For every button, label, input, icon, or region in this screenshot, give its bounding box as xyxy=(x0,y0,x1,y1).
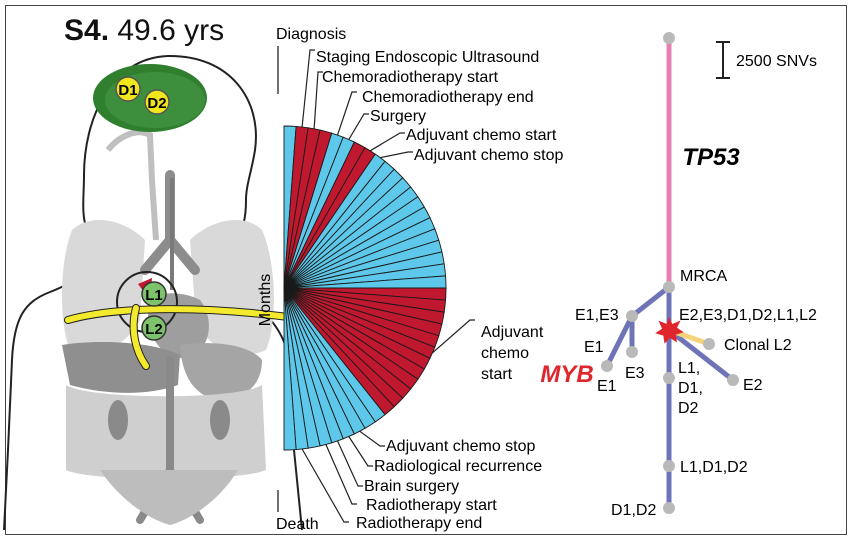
label-e1-leaf: E1 xyxy=(597,378,617,395)
label-d1d2: D1,D2 xyxy=(611,502,656,519)
node-e1 xyxy=(601,360,613,372)
event-leader-line xyxy=(302,50,315,127)
event-surgery: Surgery xyxy=(370,108,426,125)
label-e2-leaf: E2 xyxy=(743,377,763,394)
left-kidney xyxy=(210,400,230,440)
event-adj-chemo-start-2c: start xyxy=(481,366,513,383)
label-l1d1d2-a-1: L1, xyxy=(678,360,700,377)
right-kidney xyxy=(108,400,128,440)
timeline-end-label: Death xyxy=(276,516,319,533)
node-e2 xyxy=(727,374,739,386)
node-mrca xyxy=(663,281,675,293)
month-wedges xyxy=(284,126,446,450)
node-root xyxy=(663,32,675,44)
event-radiotherapy-end: Radiotherapy end xyxy=(356,515,482,532)
tumor-l2-label: L2 xyxy=(145,321,163,338)
label-l1d1d2-b: L1,D1,D2 xyxy=(680,459,748,476)
timeline-fan: Diagnosis Death Months Staging Endoscopi… xyxy=(257,26,564,533)
label-mrca: MRCA xyxy=(680,268,727,285)
event-radiological-recurrence: Radiological recurrence xyxy=(374,458,542,475)
node-e3 xyxy=(626,346,638,358)
node-l1d1d2-a xyxy=(663,372,675,384)
tumor-d2-label: D2 xyxy=(147,95,166,112)
event-brain-surgery: Brain surgery xyxy=(364,478,459,495)
event-leader-line xyxy=(360,431,385,446)
event-leader-line xyxy=(380,152,413,158)
timeline-axis-label: Months xyxy=(257,274,274,326)
event-leader-line xyxy=(370,133,405,151)
event-staging-eus: Staging Endoscopic Ultrasound xyxy=(316,49,539,66)
tumor-d1-label: D1 xyxy=(118,82,137,99)
label-e1-mid: E1 xyxy=(584,339,604,356)
tumor-l1-label: L1 xyxy=(145,287,163,304)
liver xyxy=(62,342,180,393)
event-adj-chemo-stop-2: Adjuvant chemo stop xyxy=(386,438,536,455)
node-clonal-l2 xyxy=(703,338,715,350)
event-adj-chemo-start-2b: chemo xyxy=(481,345,529,362)
driver-tp53-label: TP53 xyxy=(682,144,740,171)
event-adj-chemo-start-2a: Adjuvant xyxy=(481,324,544,341)
label-l1d1d2-a-2: D1, xyxy=(678,380,703,397)
label-clonal-l2: Clonal L2 xyxy=(724,337,792,354)
event-crt-start: Chemoradiotherapy start xyxy=(322,69,499,86)
event-leader-line xyxy=(302,449,349,522)
event-crt-end: Chemoradiotherapy end xyxy=(362,89,534,106)
timeline-start-label: Diagnosis xyxy=(276,26,346,43)
event-adj-chemo-stop: Adjuvant chemo stop xyxy=(414,147,564,164)
event-leader-line xyxy=(349,437,373,467)
label-e3-leaf: E3 xyxy=(625,365,645,382)
phylogenetic-tree: 2500 SNVs TP53 MYB MR xyxy=(540,32,817,519)
event-adj-chemo-start: Adjuvant chemo start xyxy=(406,127,557,144)
node-e1e3 xyxy=(626,310,638,322)
label-clonal: E2,E3,D1,D2,L1,L2 xyxy=(679,307,817,324)
scale-bar-label: 2500 SNVs xyxy=(736,53,817,70)
pelvis xyxy=(100,470,238,525)
node-l1d1d2-b xyxy=(663,460,675,472)
label-l1d1d2-a-3: D2 xyxy=(678,400,699,417)
driver-myb-label: MYB xyxy=(540,361,593,388)
event-radiotherapy-start: Radiotherapy start xyxy=(366,497,497,514)
event-leader-line xyxy=(349,114,369,140)
event-leader-line xyxy=(338,92,358,135)
node-d1d2 xyxy=(663,502,675,514)
label-e1e3: E1,E3 xyxy=(575,307,619,324)
